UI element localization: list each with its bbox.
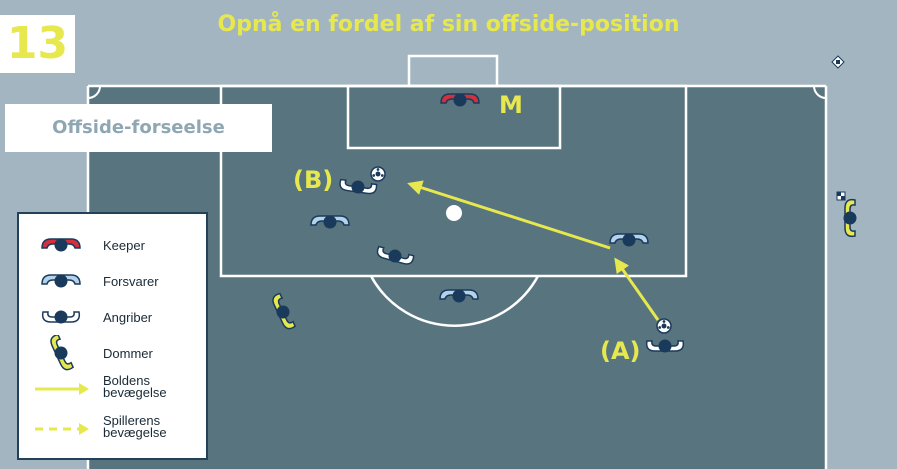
corner-flag-icon: [831, 55, 845, 69]
legend-row-ball-movement: Boldens bevægelse: [19, 371, 206, 407]
player-movement-arrow-icon: [35, 423, 89, 435]
defender-icon: [609, 233, 649, 247]
attacker-icon: [339, 178, 378, 195]
attacker-icon: [41, 310, 81, 324]
penalty-arc: [369, 275, 540, 327]
legend-label-keeper: Keeper: [103, 238, 145, 253]
penalty-spot: [446, 205, 462, 221]
ball-icon: [656, 318, 672, 334]
legend-row-referee: Dommer: [19, 335, 206, 371]
goal-area: [346, 84, 562, 150]
diagram-subtitle: Offside-forseelse: [52, 117, 225, 138]
goal: [407, 54, 499, 88]
legend-label-ball-line1: Boldens: [103, 373, 150, 388]
legend-label-defender: Forsvarer: [103, 274, 159, 289]
legend-label-ball-line2: bevægelse: [103, 385, 167, 400]
defender-icon: [41, 274, 81, 288]
legend: Keeper Forsvarer Angriber: [17, 212, 208, 460]
corner-arc-left: [87, 85, 101, 99]
legend-label-referee: Dommer: [103, 346, 153, 361]
ball-movement-arrow: [407, 180, 611, 250]
referee-icon: [50, 335, 75, 371]
attacker-icon: [645, 339, 685, 353]
ball-movement-arrow: [614, 257, 660, 321]
attacker-icon: [376, 245, 415, 265]
player-a-label: (A): [600, 337, 641, 365]
diagram-title: Opnå en fordel af sin offside-position: [217, 12, 680, 37]
subtitle-box: Offside-forseelse: [5, 104, 272, 152]
assistant-referee-icon: [843, 198, 857, 238]
corner-arc-right: [813, 85, 827, 99]
legend-label-player-line2: bevægelse: [103, 425, 167, 440]
player-b-label: (B): [293, 166, 334, 194]
legend-row-player-movement: Spillerens bevægelse: [19, 411, 206, 447]
ball-icon: [370, 166, 386, 182]
defender-icon: [310, 215, 350, 229]
legend-row-defender: Forsvarer: [19, 263, 206, 299]
legend-row-keeper: Keeper: [19, 227, 206, 263]
ball-movement-arrow-icon: [35, 383, 89, 395]
keeper-icon: [41, 238, 81, 252]
legend-row-attacker: Angriber: [19, 299, 206, 335]
legend-label-player-line1: Spillerens: [103, 413, 161, 428]
keeper-marker-label: M: [499, 91, 523, 119]
legend-label-attacker: Angriber: [103, 310, 153, 325]
defender-icon: [439, 289, 479, 303]
referee-icon: [272, 292, 297, 330]
diagram-number: 13: [0, 15, 75, 73]
flag-icon: [836, 191, 846, 201]
keeper-icon: [440, 93, 480, 107]
